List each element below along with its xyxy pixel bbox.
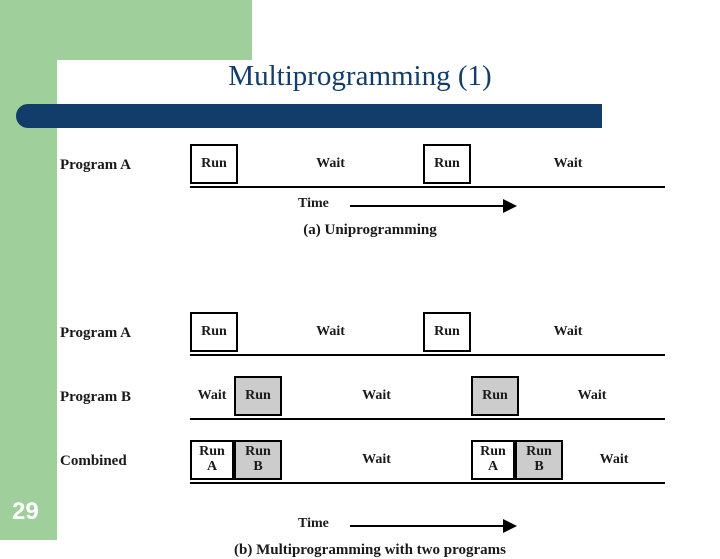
page-title: Multiprogramming (1) (228, 60, 492, 92)
timeline-cell: Run (190, 312, 238, 352)
timeline-cell: Wait (553, 323, 583, 339)
timeline-cell: Wait (362, 387, 391, 403)
figure-row: Program A Run Wait Run Wait (60, 312, 680, 356)
decorative-navy-bar-end (590, 104, 602, 128)
row-label: Combined (60, 453, 127, 469)
time-axis-arrow-icon (503, 519, 517, 533)
timeline-cell: Run (190, 144, 238, 184)
timeline-cell: Run (234, 376, 282, 416)
time-axis-label: Time (298, 516, 329, 531)
timeline-cell: Wait (362, 451, 391, 467)
figure-caption: (a) Uniprogramming (303, 222, 437, 238)
figure-caption: (b) Multiprogramming with two programs (234, 542, 506, 558)
decorative-navy-bar (16, 104, 600, 128)
timeline-cell: Run (471, 376, 519, 416)
figure-row: Program B Wait Run Wait Run Wait (60, 376, 680, 420)
figure-row: Program A Run Wait Run Wait (60, 144, 680, 188)
time-axis-arrow-icon (503, 199, 517, 213)
decorative-green-block (57, 0, 252, 60)
timeline-cell: Wait (316, 323, 345, 339)
time-axis: Time (190, 196, 665, 216)
timeline-track: Wait Run Wait Run Wait (190, 376, 665, 420)
timeline-cell: Run (423, 144, 471, 184)
page-number: 29 (12, 498, 39, 525)
timeline-track: Run Wait Run Wait (190, 144, 665, 188)
row-label: Program A (60, 325, 131, 341)
timeline-cell: Wait (316, 155, 345, 171)
timeline-cell: Wait (599, 451, 629, 467)
row-label: Program A (60, 157, 131, 173)
row-label: Program B (60, 389, 131, 405)
timeline-cell: Wait (577, 387, 607, 403)
timeline-track: Run Wait Run Wait (190, 312, 665, 356)
time-axis-line (350, 525, 505, 527)
time-axis-label: Time (298, 196, 329, 211)
timeline-cell: Run (423, 312, 471, 352)
timeline-cell: Wait (197, 387, 227, 403)
time-axis-line (350, 205, 505, 207)
time-axis: Time (190, 516, 665, 536)
decorative-green-band (0, 0, 57, 540)
timeline-cell: Wait (553, 155, 583, 171)
